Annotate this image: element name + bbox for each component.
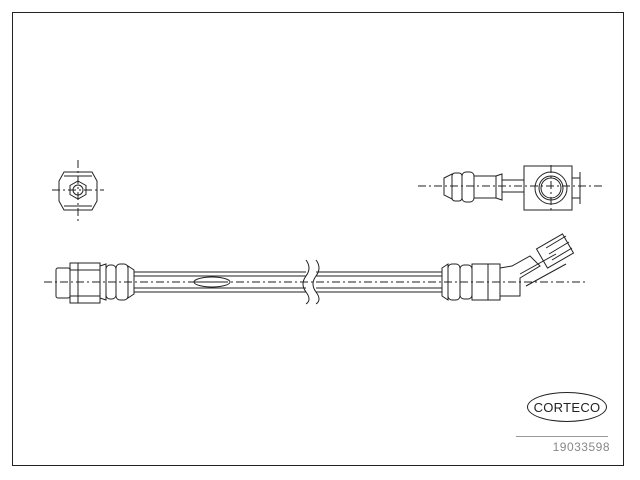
banjo-fitting-end-view bbox=[418, 165, 602, 211]
hose-body bbox=[134, 259, 442, 305]
brand-name: CORTECO bbox=[533, 399, 601, 415]
right-hose-fitting bbox=[441, 233, 575, 301]
drawing-frame bbox=[12, 12, 624, 466]
brake-hose-assembly bbox=[44, 233, 586, 305]
corteco-logo: CORTECO bbox=[527, 392, 607, 422]
part-number-rule bbox=[516, 436, 608, 437]
hex-nut-end-view bbox=[52, 160, 104, 222]
part-number: 19033598 bbox=[552, 440, 610, 454]
left-hose-fitting bbox=[55, 262, 135, 304]
